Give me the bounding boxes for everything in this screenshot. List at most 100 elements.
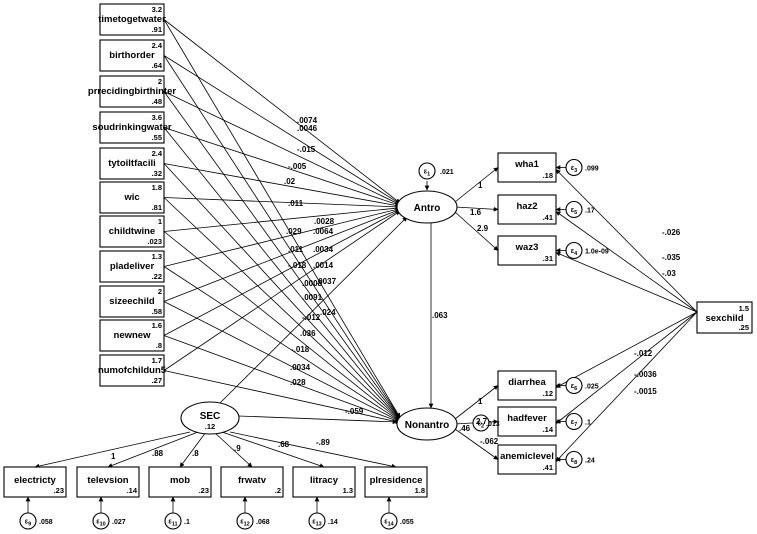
coef-antro-7: .029 (286, 227, 302, 236)
coef-sex-hadfever: -.0036 (634, 370, 657, 379)
box-sexchild (696, 301, 753, 334)
indicator-name: televsion (87, 475, 128, 486)
outcome-name: hadfever (507, 413, 547, 424)
error-wha1 (565, 158, 583, 177)
var-name: pladeliver (110, 261, 155, 272)
latent-sec: SEC.12 (180, 401, 240, 435)
coef-antro-1: .0046 (297, 124, 318, 133)
path-diarrhea (454, 385, 499, 420)
box-numofchildun5 (99, 354, 165, 387)
error-var-nonantro: .013 (486, 421, 500, 428)
path-sec-to-nonantro (238, 415, 398, 425)
coef-hadfever: 2.7 (476, 417, 488, 426)
coef-sex-waz3: -.03 (662, 269, 676, 278)
error-label-plresidence: ε14 (384, 519, 394, 528)
error-label-antro: ε1 (424, 169, 430, 178)
outcome-variance: .14 (543, 425, 554, 434)
error-label-wha1: ε3 (571, 165, 577, 174)
path-sec-frwatv (213, 431, 253, 468)
coef-sex-anemiclevel: -.0015 (634, 387, 657, 396)
latent-antro-shape (396, 190, 458, 224)
coef-sec-mob: .8 (192, 449, 199, 458)
path-sizeechild-to-nonantro (163, 301, 401, 422)
path-tytoiltfacili-to-nonantro (163, 163, 401, 420)
path-sec-plresidence (229, 431, 397, 469)
error-nonantro (472, 414, 490, 432)
coef-antro-nonantro: .063 (432, 311, 448, 320)
coef-antro-4: .02 (284, 177, 296, 186)
coef-haz2: 1.6 (470, 208, 482, 217)
var-name: childtwine (109, 226, 155, 237)
path-wha1 (454, 167, 499, 203)
indicator-variance: .14 (127, 486, 138, 495)
outcome-variance: .41 (543, 213, 553, 222)
path-sexchild-waz3 (555, 251, 698, 313)
var-variance: .22 (152, 272, 162, 281)
coef-nonantro-1: .0034 (313, 245, 334, 254)
box-wha1 (497, 152, 557, 183)
var-mean: 2.4 (152, 149, 163, 158)
var-variance: .55 (152, 133, 162, 142)
error-diarrhea (565, 376, 583, 395)
error-var-haz2: .17 (585, 208, 595, 215)
box-plresidence (364, 466, 428, 498)
error-var-electricty: .058 (39, 519, 53, 526)
indicator-variance: .23 (199, 486, 209, 495)
coef-sec-electricty: 1 (111, 452, 116, 461)
coef-sec-plresidence: -.89 (316, 438, 330, 447)
var-mean: 3.2 (152, 5, 162, 14)
path-wic-to-nonantro (163, 197, 401, 421)
coef-nonantro-extra: .46 (459, 424, 471, 433)
var-mean: 2.4 (152, 41, 163, 50)
outcome-variance: .12 (543, 389, 553, 398)
path-newnew-to-nonantro (163, 335, 401, 423)
path-pladeliver-to-nonantro (163, 266, 401, 422)
box-childtwine (99, 215, 165, 248)
error-label-anemiclevel: ε8 (571, 457, 577, 466)
error-label-mob: ε11 (168, 519, 177, 528)
var-variance: .32 (152, 169, 162, 178)
path-sec-litracy (221, 431, 325, 468)
error-label-haz2: ε5 (571, 207, 577, 216)
outcome-variance: .18 (543, 171, 553, 180)
coef-sec-frwatv: .9 (234, 444, 241, 453)
path-birthorder-to-antro (163, 55, 401, 205)
coef-nonantro-3: .0037 (316, 277, 337, 286)
error-litracy (308, 512, 326, 530)
path-prrecidingbirthinter-to-nonantro (163, 91, 401, 419)
path-sec-electricty (34, 431, 191, 469)
var-variance: .48 (152, 97, 162, 106)
error-var-frwatv: .068 (256, 519, 270, 526)
coef-nonantro-7: .036 (300, 329, 316, 338)
indicator-name: litracy (310, 475, 339, 486)
var-name: timetogetwater (98, 14, 166, 25)
error-haz2 (565, 200, 583, 219)
var-variance: .81 (152, 203, 162, 212)
error-var-diarrhea: .025 (585, 384, 599, 391)
coef-antro-2: -.015 (297, 145, 316, 154)
coef-nonantro-9: .0034 (290, 363, 311, 372)
error-label-televsion: ε10 (96, 519, 105, 528)
path-childtwine-to-antro (163, 205, 401, 232)
sexchild-variance: .25 (739, 323, 749, 332)
coef-sec-televsion: .88 (152, 449, 164, 458)
outcome-name: wha1 (514, 159, 539, 170)
coef-sec-nonantro: -.059 (345, 407, 364, 416)
error-televsion (92, 512, 110, 530)
box-pladeliver (99, 250, 165, 283)
coef-sex-diarrhea: -.012 (634, 349, 653, 358)
var-name: tytoiltfacili (108, 158, 156, 169)
error-plresidence (380, 512, 398, 530)
error-frwatv (236, 512, 254, 530)
latent-sec-shape (180, 401, 240, 435)
coef-nonantro-6: .024 (320, 308, 336, 317)
var-name: newnew (114, 330, 152, 341)
indicator-frwatv: frwatv.2 (220, 466, 284, 498)
box-waz3 (497, 235, 557, 266)
